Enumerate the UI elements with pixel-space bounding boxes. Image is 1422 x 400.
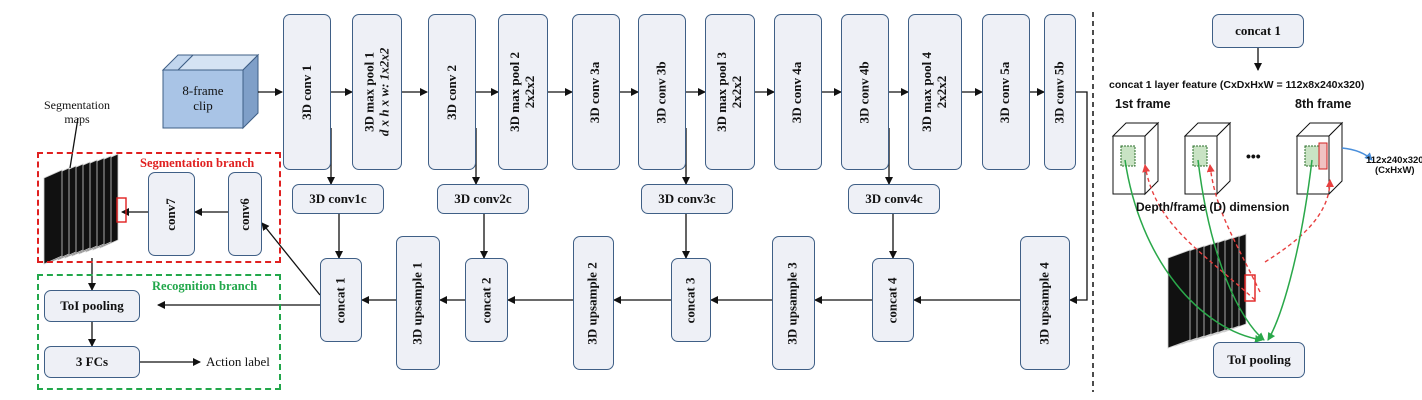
map-slice — [1167, 249, 1191, 349]
conv7-box: conv7 — [148, 172, 195, 256]
recognition-branch — [37, 274, 281, 390]
frame-size-label: 112x240x320(CxHxW) — [1366, 155, 1422, 177]
upsample2-box: 3D upsample 2 — [573, 236, 614, 370]
right-toi-pooling-box: ToI pooling — [1213, 342, 1305, 378]
segmentation-branch — [37, 152, 281, 263]
concat3-box: concat 3 — [671, 258, 711, 342]
first-frame-label: 1st frame — [1115, 97, 1171, 111]
conv2c-box: 3D conv2c — [437, 184, 529, 214]
toi-pooling-box: ToI pooling — [44, 290, 140, 322]
conv2-box: 3D conv 2 — [428, 14, 476, 170]
segmentation-branch-title: Segmentation branch — [140, 156, 255, 170]
upsample3-box: 3D upsample 3 — [772, 236, 815, 370]
map-highlight — [116, 197, 127, 223]
conv4a-box: 3D conv 4a — [774, 14, 822, 170]
action-label: Action label — [206, 354, 270, 369]
concat1-box: concat 1 — [320, 258, 362, 342]
map-highlight — [1244, 274, 1256, 302]
right-concat1-box: concat 1 — [1212, 14, 1304, 48]
feature-title: concat 1 layer feature (CxDxHxW = 112x8x… — [1109, 79, 1365, 91]
concat2-box: concat 2 — [465, 258, 508, 342]
conv1c-box: 3D conv1c — [292, 184, 384, 214]
conv3b-box: 3D conv 3b — [638, 14, 686, 170]
conv1-box: 3D conv 1 — [283, 14, 331, 170]
conv4c-box: 3D conv4c — [848, 184, 940, 214]
conv5a-box: 3D conv 5a — [982, 14, 1030, 170]
segmentation-maps-stack — [43, 153, 127, 265]
clip-cuboid — [161, 53, 260, 130]
concat4-box: concat 4 — [872, 258, 914, 342]
upsample4-box: 3D upsample 4 — [1020, 236, 1070, 370]
frames-ellipsis: ••• — [1246, 148, 1261, 164]
conv3c-box: 3D conv3c — [641, 184, 733, 214]
depth-dimension-label: Depth/frame (D) dimension — [1136, 200, 1290, 214]
right-segmentation-stack — [1167, 233, 1256, 349]
conv5b-box: 3D conv 5b — [1044, 14, 1076, 170]
frame-volumes — [1111, 121, 1344, 196]
fcs-box: 3 FCs — [44, 346, 140, 378]
conv4b-box: 3D conv 4b — [841, 14, 889, 170]
recognition-branch-title: Recognition branch — [152, 279, 258, 293]
conv6-box: conv6 — [228, 172, 262, 256]
map-slice — [43, 169, 63, 265]
conv3a-box: 3D conv 3a — [572, 14, 620, 170]
last-frame-label: 8th frame — [1295, 97, 1352, 111]
upsample1-box: 3D upsample 1 — [396, 236, 440, 370]
